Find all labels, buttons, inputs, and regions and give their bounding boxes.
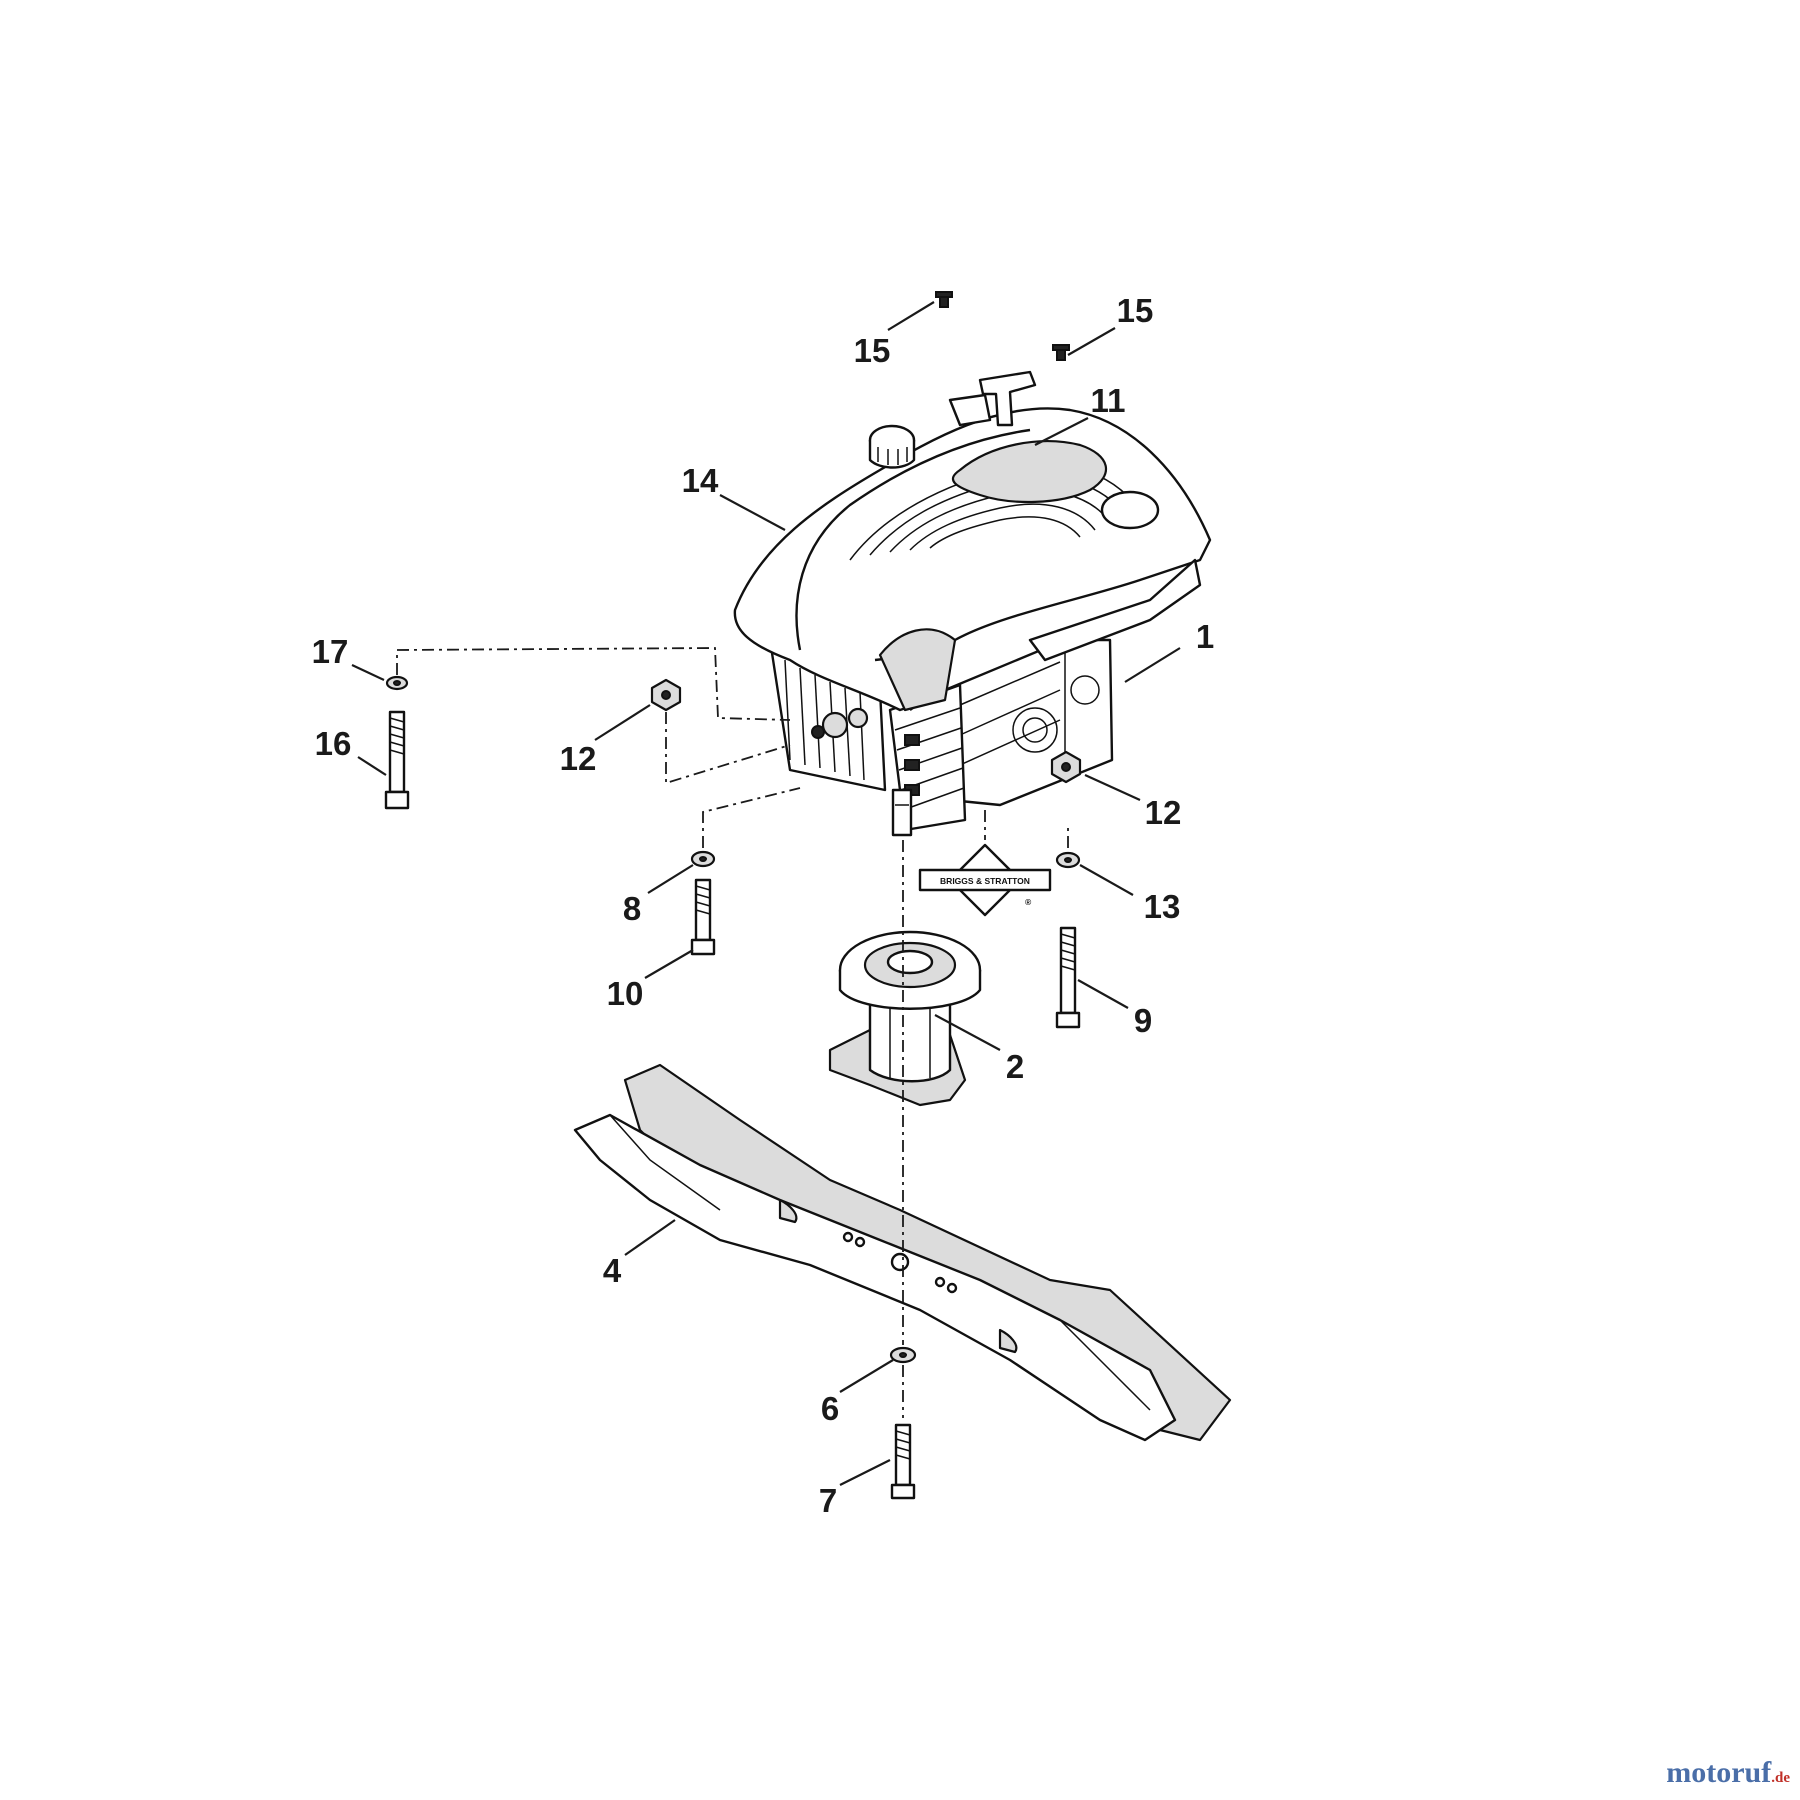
registered-mark: ® — [1025, 897, 1032, 907]
mower-blade — [573, 1063, 1232, 1442]
callout-16: 16 — [315, 725, 352, 762]
callout-15-right: 15 — [1117, 292, 1154, 329]
bolt-7 — [890, 1423, 916, 1500]
screw-15b — [1052, 344, 1070, 361]
nut-12a — [650, 678, 682, 712]
washer-17 — [385, 675, 409, 691]
callout-17: 17 — [312, 633, 349, 670]
callout-7: 7 — [819, 1482, 837, 1519]
blade-adapter — [828, 930, 982, 1107]
washer-13 — [1055, 851, 1081, 869]
brand-logo-text: BRIGGS & STRATTON — [940, 876, 1030, 886]
callout-12-left: 12 — [560, 740, 597, 777]
site-watermark: motoruf.de — [1666, 1756, 1790, 1790]
engine-assembly — [733, 370, 1212, 837]
bolt-16 — [384, 710, 410, 810]
watermark-main: motoruf — [1666, 1756, 1772, 1789]
callout-labels: 1 2 4 6 7 8 9 10 11 12 12 13 14 15 15 16… — [312, 292, 1215, 1519]
callout-13: 13 — [1144, 888, 1181, 925]
washer-6 — [889, 1346, 917, 1364]
washer-8 — [690, 850, 716, 868]
callout-10: 10 — [607, 975, 644, 1012]
screw-15a — [935, 291, 953, 308]
callout-9: 9 — [1134, 1002, 1152, 1039]
bolt-10 — [690, 878, 716, 956]
callout-14: 14 — [682, 462, 719, 499]
callout-4: 4 — [603, 1252, 622, 1289]
callout-11: 11 — [1091, 382, 1126, 419]
callout-1: 1 — [1196, 618, 1214, 655]
callout-12-right: 12 — [1145, 794, 1182, 831]
engine-brand-logo: BRIGGS & STRATTON ® — [918, 843, 1052, 917]
watermark-suffix: .de — [1771, 1770, 1790, 1786]
callout-2: 2 — [1006, 1048, 1024, 1085]
bolt-9 — [1055, 926, 1081, 1029]
callout-6: 6 — [821, 1390, 839, 1427]
callout-15-left: 15 — [854, 332, 891, 369]
leader-lines — [351, 301, 1181, 1486]
callout-8: 8 — [623, 890, 641, 927]
nut-12b — [1050, 750, 1082, 784]
assembly-lines — [396, 647, 1069, 1418]
